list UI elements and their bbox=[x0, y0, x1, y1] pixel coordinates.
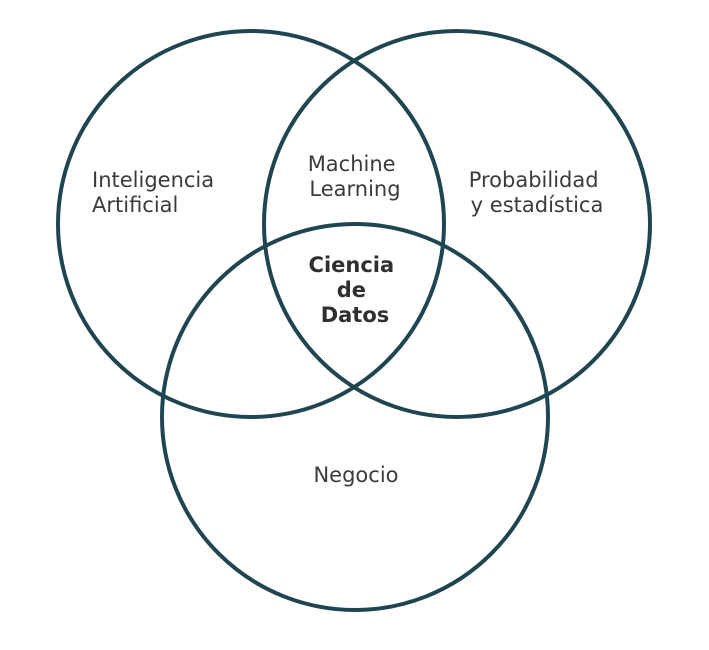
circle-business bbox=[160, 222, 550, 612]
label-ai-line2: Artificial bbox=[92, 193, 178, 217]
label-ds-line2: de bbox=[337, 278, 366, 302]
label-stats-line1: Probabilidad bbox=[469, 168, 599, 192]
label-business: Negocio bbox=[313, 463, 398, 487]
label-ml-line1: Machine bbox=[308, 152, 396, 176]
circle-probability-statistics bbox=[262, 29, 652, 419]
label-ai-line1: Inteligencia bbox=[92, 168, 214, 192]
label-ds-line3: Datos bbox=[321, 303, 390, 327]
label-data-science: Ciencia de Datos bbox=[309, 253, 402, 327]
label-stats-line2: y estadística bbox=[471, 193, 604, 217]
label-artificial-intelligence: Inteligencia Artificial bbox=[92, 168, 221, 217]
circle-artificial-intelligence bbox=[56, 29, 446, 419]
label-ml-line2: Learning bbox=[309, 177, 400, 201]
label-probability-statistics: Probabilidad y estadística bbox=[469, 168, 606, 217]
label-machine-learning: Machine Learning bbox=[308, 152, 403, 201]
label-ds-line1: Ciencia bbox=[309, 253, 395, 277]
